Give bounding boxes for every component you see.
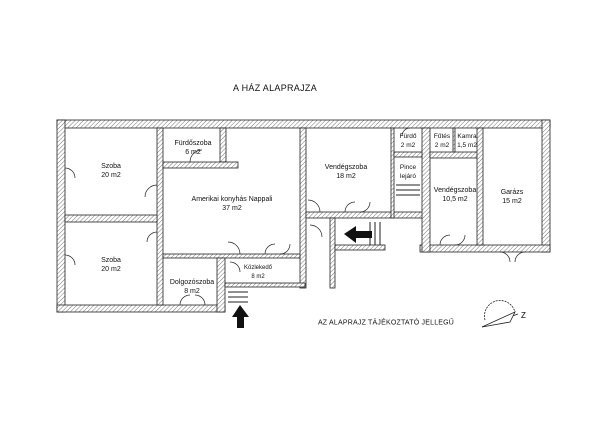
room-area: lejáró xyxy=(400,173,416,180)
compass-label: Z xyxy=(521,311,526,320)
room-furdoszoba: Fürdőszoba 6 m2 xyxy=(175,139,212,157)
room-area: 2 m2 xyxy=(400,142,416,149)
room-nappali: Amerikai konyhás Nappali 37 m2 xyxy=(192,195,273,213)
room-pince-lejaro: Pince lejáró xyxy=(400,163,416,181)
room-name: Szoba xyxy=(101,257,121,264)
room-area: 8 m2 xyxy=(251,274,265,280)
page-title: A HÁZ ALAPRAJZA xyxy=(232,83,318,93)
room-name: Kamra xyxy=(457,133,477,140)
room-vendegszoba-2: Vendégszoba 10,5 m2 xyxy=(434,186,476,204)
room-name: Garázs xyxy=(500,189,524,196)
room-garazs: Garázs 15 m2 xyxy=(501,188,524,206)
room-kamra: Kamra 1,5 m2 xyxy=(457,132,477,150)
room-futes: Fűtés 2 m2 xyxy=(434,132,450,150)
room-name: Fürdő xyxy=(399,133,417,140)
room-szoba-1: Szoba 20 m2 xyxy=(101,162,121,180)
room-area: 18 m2 xyxy=(336,173,356,180)
room-name: Szoba xyxy=(101,163,121,170)
stairs xyxy=(228,184,420,303)
room-name: Vendégszoba xyxy=(324,164,368,171)
room-name: Fűtés xyxy=(433,133,451,140)
room-dolgozoszoba: Dolgozószoba 8 m2 xyxy=(170,278,214,296)
room-name: Amerikai konyhás Nappali xyxy=(191,196,273,203)
walls xyxy=(56,119,551,313)
room-kozlekedo: Közlekedő 8 m2 xyxy=(244,264,272,282)
room-name: Fürdőszoba xyxy=(174,140,212,147)
room-furdo: Fürdő 2 m2 xyxy=(400,132,417,150)
compass-icon xyxy=(481,300,519,328)
room-area: 2 m2 xyxy=(434,142,450,149)
room-area: 6 m2 xyxy=(185,149,201,156)
entrance-arrow-left-icon xyxy=(344,226,372,243)
room-area: 10,5 m2 xyxy=(442,196,468,203)
room-area: 37 m2 xyxy=(222,205,242,212)
room-name: Dolgozószoba xyxy=(169,279,215,286)
doors xyxy=(64,127,526,306)
room-szoba-2: Szoba 20 m2 xyxy=(101,256,121,274)
room-name: Közlekedő xyxy=(243,265,273,271)
room-vendegszoba-1: Vendégszoba 18 m2 xyxy=(325,163,367,181)
room-area: 15 m2 xyxy=(502,198,522,205)
room-area: 1,5 m2 xyxy=(457,142,477,149)
room-area: 8 m2 xyxy=(184,288,200,295)
room-area: 20 m2 xyxy=(101,266,121,273)
room-name: Pince xyxy=(399,164,417,171)
room-name: Vendégszoba xyxy=(433,187,477,194)
disclaimer-note: AZ ALAPRAJZ TÁJÉKOZTATÓ JELLEGŰ xyxy=(317,319,455,327)
entrance-arrow-up-icon xyxy=(232,305,249,328)
room-area: 20 m2 xyxy=(101,172,121,179)
